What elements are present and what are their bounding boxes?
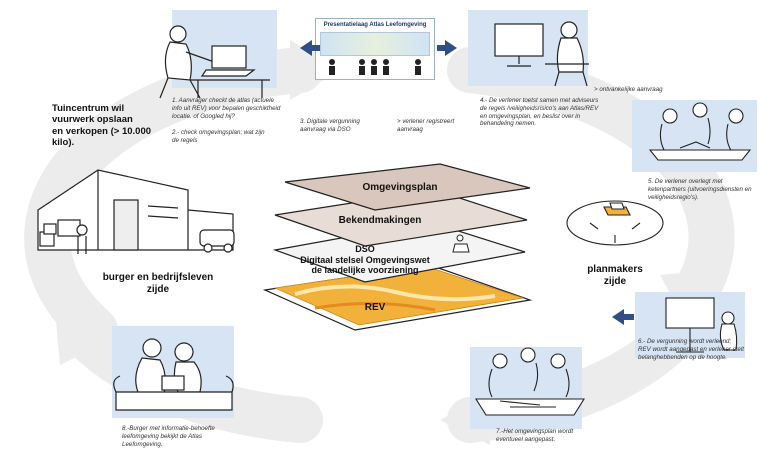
caption-ontvankelijk: > ontvankelijke aanvraag — [594, 86, 663, 93]
caption-verlener-registreert: > verlener registreert aanvraag — [397, 118, 455, 133]
layer-omgevingsplan-label: Omgevingsplan — [362, 182, 437, 193]
blue-arrow-right — [437, 40, 457, 56]
banner-map-strip — [320, 32, 430, 56]
use-case-note: Tuincentrum wil vuurwerk opslaan en verk… — [52, 103, 167, 149]
side-label-burger-line2: zijde — [146, 284, 170, 295]
layer-dso-title: DSO — [355, 244, 375, 254]
layer-omgevingsplan: Omgevingsplan — [284, 163, 531, 211]
side-label-planmakers: planmakers zijde — [570, 264, 660, 288]
couple-on-sofa-illustration — [113, 338, 234, 411]
garden-center-building-illustration — [37, 169, 235, 254]
person-at-laptop-illustration — [159, 25, 270, 99]
use-case-line2: en verkopen (> 10.000 kilo). — [52, 125, 152, 149]
layer-rev: REV — [262, 264, 533, 331]
side-label-burger: burger en bedrijfsleven zijde — [88, 272, 228, 296]
planmakers-circle-illustration — [566, 200, 664, 246]
atlas-presentation-banner: Presentatielaag Atlas Leefomgeving — [315, 18, 435, 80]
caption-step8: 8.-Burger met informatie-behoefte leefom… — [122, 425, 215, 448]
layer-stack: REV DSO Digitaal stelsel Omgevingswet de… — [262, 163, 533, 331]
side-label-planmakers-line2: zijde — [603, 276, 627, 287]
caption-step5: 5. De verlener overlegt met ketenpartner… — [648, 178, 752, 201]
layer-dso-line2: de landelijke voorziening — [311, 265, 418, 275]
layer-rev-label: REV — [365, 302, 386, 313]
blue-arrow-step6 — [612, 309, 634, 325]
presenter-illustration — [665, 297, 738, 353]
side-label-burger-line1: burger en bedrijfsleven — [102, 272, 214, 283]
banner-people-icons — [329, 59, 421, 75]
meeting-illustration — [648, 102, 752, 161]
officer-at-desk-illustration — [494, 21, 589, 87]
layer-dso-line1: Digitaal stelsel Omgevingswet — [300, 255, 430, 265]
caption-step4: 4.- De verlener toetst samen met adviseu… — [480, 97, 599, 128]
banner-title: Presentatielaag Atlas Leefomgeving — [323, 22, 427, 28]
side-label-planmakers-line1: planmakers — [587, 264, 643, 275]
use-case-line1: Tuincentrum wil vuurwerk opslaan — [52, 103, 133, 126]
caption-step6: 6.- De vergunning wordt verleend; REV wo… — [638, 338, 744, 361]
blue-arrow-left — [300, 40, 320, 56]
caption-step1: 1. Aanvrager checkt de atlas (actuele in… — [172, 97, 281, 120]
caption-step7: 7.-Het omgevingsplan wordt eventueel aan… — [496, 428, 574, 443]
team-around-table-illustration — [475, 347, 585, 416]
caption-step3: 3. Digitale vergunning aanvraag via DSO — [300, 118, 360, 133]
layer-bekendmakingen-label: Bekendmakingen — [339, 215, 422, 226]
caption-step2: 2.- check omgevingsplan; wat zijn de reg… — [172, 129, 265, 144]
